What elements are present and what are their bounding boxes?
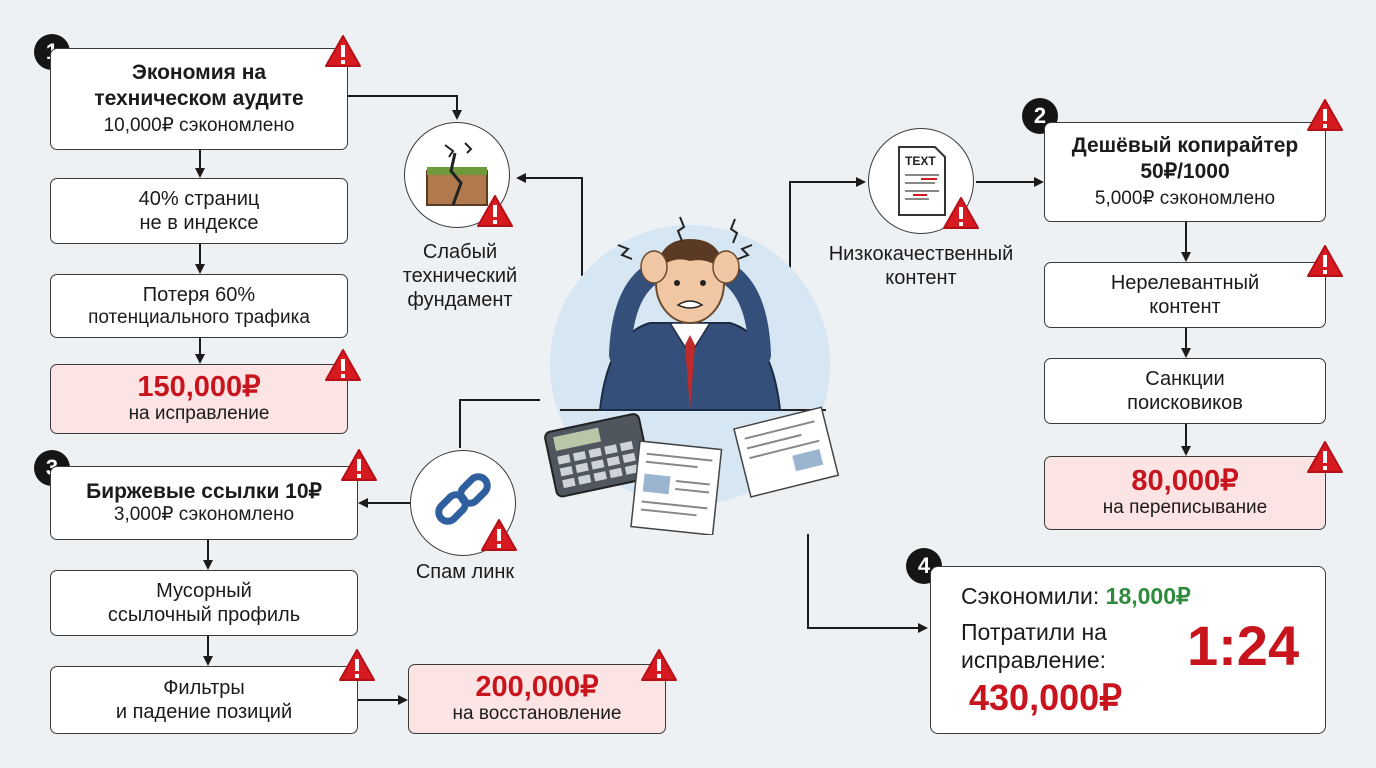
warning-icon — [1307, 441, 1343, 473]
branch2-cost-value: 80,000₽ — [1131, 465, 1239, 498]
broken-ground-icon — [404, 122, 510, 228]
branch3-saved: 3,000₽ сэкономлено — [113, 504, 295, 526]
branch1-title-line2: техническом аудите — [94, 86, 304, 110]
branch1-step2-box: Потеря 60% потенциального трафика — [50, 274, 348, 338]
branch2-cost-box: 80,000₽ на переписывание — [1044, 456, 1326, 530]
tech-label: Слабый технический фундамент — [402, 241, 518, 311]
branch2-step1-line1: Нерелевантный — [1110, 272, 1260, 294]
summary-spent-label: Потратили на исправление: — [961, 619, 1107, 673]
branch2-step2-box: Санкции поисковиков — [1044, 358, 1326, 424]
branch2-title-line2: 50₽/1000 — [1140, 159, 1230, 183]
branch1-step1-box: 40% страниц не в индексе — [50, 178, 348, 244]
branch3-title-box: Биржевые ссылки 10₽ 3,000₽ сэкономлено — [50, 466, 358, 540]
warning-icon — [325, 35, 361, 67]
branch1-step1-line1: 40% страниц — [138, 188, 260, 210]
branch3-step1-box: Мусорный ссылочный профиль — [50, 570, 358, 636]
summary-spent-value: 430,000₽ — [969, 677, 1123, 718]
branch3-cost-box: 200,000₽ на восстановление — [408, 664, 666, 734]
summary-ratio: 1:24 — [1187, 614, 1300, 677]
links-label: Спам линк — [415, 561, 515, 583]
warning-icon — [641, 649, 677, 681]
summary-saved: Сэкономили: 18,000₽ — [961, 583, 1191, 609]
branch1-step2-line2: потенциального трафика — [88, 306, 310, 328]
branch2-saved: 5,000₽ сэкономлено — [1094, 187, 1276, 209]
warning-icon — [477, 195, 513, 227]
warning-icon — [943, 197, 979, 229]
branch1-cost-label: на исправление — [128, 402, 270, 424]
branch1-title-box: Экономия на техническом аудите 10,000₽ с… — [50, 48, 348, 150]
branch2-step2-line1: Санкции — [1145, 368, 1225, 390]
branch2-step1-box: Нерелевантный контент — [1044, 262, 1326, 328]
branch1-cost-value: 150,000₽ — [137, 371, 261, 404]
content-label: Низкокачественный контент — [828, 243, 1014, 289]
warning-icon — [481, 519, 517, 551]
warning-icon — [1307, 245, 1343, 277]
doc-text-label: TEXT — [905, 154, 936, 168]
branch1-saved: 10,000₽ сэкономлено — [103, 114, 295, 136]
branch1-title-line1: Экономия на — [131, 61, 267, 85]
warning-icon — [1307, 99, 1343, 131]
branch3-step2-line1: Фильтры — [163, 677, 245, 699]
warning-icon — [339, 649, 375, 681]
warning-icon — [325, 349, 361, 381]
branch1-cost-box: 150,000₽ на исправление — [50, 364, 348, 434]
stressed-businessman-illustration — [544, 216, 840, 535]
branch1-step1-line2: не в индексе — [139, 212, 259, 234]
warning-icon — [341, 449, 377, 481]
branch3-step1-line1: Мусорный — [156, 580, 252, 602]
branch3-step2-line2: и падение позиций — [115, 701, 293, 723]
branch3-cost-value: 200,000₽ — [475, 671, 599, 704]
summary-saved-value: 18,000₽ — [1105, 583, 1191, 609]
branch3-title: Биржевые ссылки 10₽ — [86, 480, 322, 503]
branch2-title-line1: Дешёвый копирайтер — [1071, 134, 1299, 158]
summary-box: Сэкономили: 18,000₽ Потратили на исправл… — [930, 566, 1326, 734]
branch3-cost-label: на восстановление — [452, 702, 622, 724]
branch2-step2-line2: поисковиков — [1127, 392, 1243, 414]
branch2-cost-label: на переписывание — [1102, 496, 1268, 518]
branch3-step1-line2: ссылочный профиль — [107, 604, 301, 626]
branch3-step2-box: Фильтры и падение позиций — [50, 666, 358, 734]
branch2-title-box: Дешёвый копирайтер 50₽/1000 5,000₽ сэкон… — [1044, 122, 1326, 222]
branch2-step1-line2: контент — [1149, 296, 1221, 318]
branch1-step2-line1: Потеря 60% — [142, 283, 256, 306]
